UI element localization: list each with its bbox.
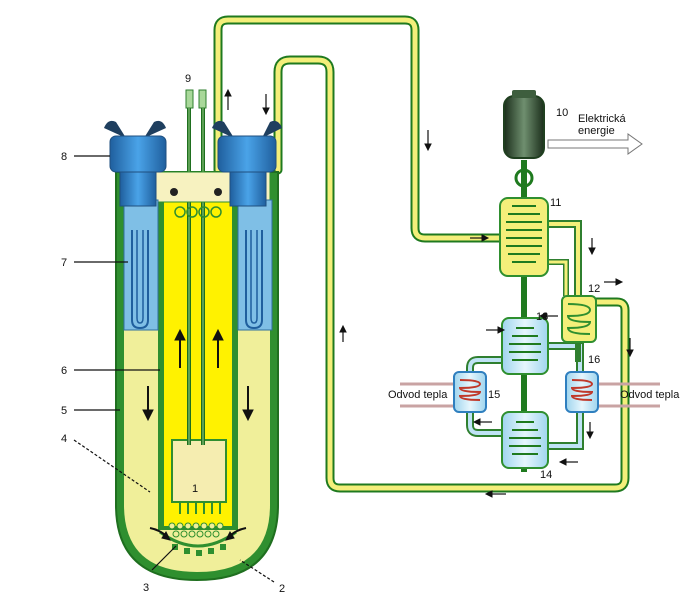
label-14: 14 xyxy=(540,469,552,481)
label-7: 7 xyxy=(61,257,67,269)
arrow-into-14 xyxy=(558,458,578,466)
leader-lines xyxy=(73,155,275,583)
arrow-right-down xyxy=(626,338,634,358)
label-2: 2 xyxy=(279,583,285,595)
electric-energy-line2: energie xyxy=(578,125,615,137)
cooler-15 xyxy=(453,371,487,413)
heat-removal-lines xyxy=(400,382,660,408)
arrow-12-left xyxy=(538,312,558,320)
pump-left xyxy=(104,120,167,207)
recuperator-12 xyxy=(561,295,597,343)
label-1: 1 xyxy=(192,483,198,495)
turbine-11 xyxy=(499,197,549,277)
compressor-14 xyxy=(501,411,549,469)
arrow-cold-down xyxy=(262,94,270,116)
arrow-12-right xyxy=(604,278,624,286)
label-15: 15 xyxy=(488,389,500,401)
label-11: 11 xyxy=(550,197,561,209)
heat-removal-left: Odvod tepla xyxy=(388,389,448,401)
flow-arrows xyxy=(142,88,634,541)
cooler-16 xyxy=(565,371,599,413)
arrow-down-right xyxy=(242,386,254,422)
label-10: 10 xyxy=(556,107,568,119)
arrow-hot-up xyxy=(224,88,232,110)
label-5: 5 xyxy=(61,405,67,417)
pump-right xyxy=(212,120,282,207)
arrow-bottom-in-right xyxy=(225,527,247,541)
turbine-shaft xyxy=(521,160,527,472)
tertiary-loop xyxy=(466,220,584,450)
arrow-16-down xyxy=(586,422,594,440)
arrow-up-core-2 xyxy=(212,328,224,368)
core xyxy=(171,439,227,514)
arrow-bottom-left xyxy=(484,490,506,498)
compressor-13 xyxy=(501,317,549,375)
arrow-into-11 xyxy=(470,234,490,242)
arrow-11-down xyxy=(588,238,596,256)
arrow-bottom-in-left xyxy=(149,527,171,541)
label-13: 13 xyxy=(536,311,548,323)
electric-arrow xyxy=(547,133,643,155)
heat-removal-right: Odvod tepla xyxy=(620,389,680,401)
generator xyxy=(503,90,545,188)
arrow-pipe-left-up xyxy=(339,324,347,342)
cold-leg-pipe xyxy=(273,55,630,493)
heat-exchanger-left xyxy=(123,199,159,331)
heat-exchanger-right xyxy=(237,199,273,331)
label-6: 6 xyxy=(61,365,67,377)
arrow-down-left xyxy=(142,386,154,422)
arrow-into-13 xyxy=(486,326,506,334)
label-4: 4 xyxy=(61,433,67,445)
arrow-15-left xyxy=(472,418,492,426)
label-8: 8 xyxy=(61,151,67,163)
label-12: 12 xyxy=(588,283,600,295)
arrow-pipe-right-down xyxy=(424,130,432,152)
label-16: 16 xyxy=(588,354,600,366)
label-3: 3 xyxy=(143,582,149,594)
arrow-up-core-1 xyxy=(174,328,186,368)
label-9: 9 xyxy=(185,73,191,85)
electric-energy-line1: Elektrická xyxy=(578,113,627,125)
hot-leg-pipe xyxy=(213,15,510,243)
control-rods xyxy=(185,89,207,445)
